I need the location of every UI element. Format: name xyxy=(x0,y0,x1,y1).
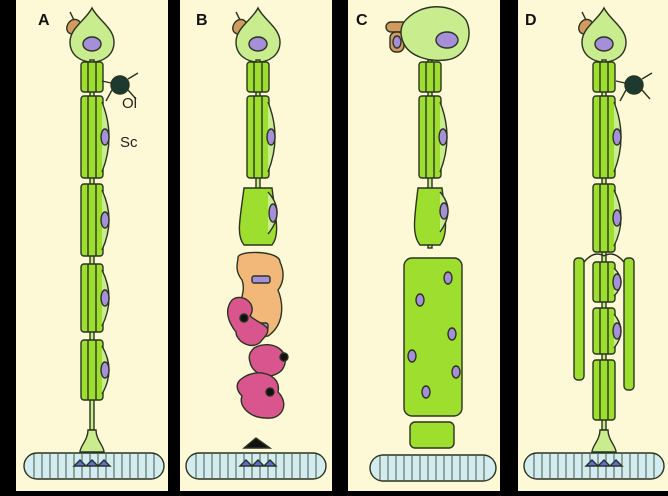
panel-d-myelin-1 xyxy=(593,62,615,92)
panel-d-endplate xyxy=(586,460,622,466)
panel-d-myelin-2 xyxy=(593,96,615,178)
panel-b-myelin-1 xyxy=(247,62,269,92)
panel-d-myelin-6 xyxy=(593,360,615,420)
panel-label-c: C xyxy=(356,12,368,30)
panel-b-endplate xyxy=(240,460,276,466)
panel-b-debris-dot xyxy=(280,353,288,361)
panel-a-myelin-5 xyxy=(81,340,103,400)
panel-c-small-cell-nucleus xyxy=(393,36,401,48)
panel-b-swollen-nucleus xyxy=(269,204,277,222)
panel-c-muscle xyxy=(370,455,496,481)
panel-d-oligodendrocyte xyxy=(625,76,643,94)
panel-label-a: A xyxy=(38,12,50,30)
panel-c-swollen-nucleus xyxy=(440,203,448,219)
panel-c-band-nucleus xyxy=(408,350,416,362)
panel-label-b: B xyxy=(196,12,208,30)
panel-c-band-nucleus xyxy=(448,328,456,340)
panel-c-myelin-2-nucleus xyxy=(439,129,447,145)
panel-c-soma-nucleus xyxy=(436,32,458,48)
panel-d-sprout-left xyxy=(574,258,584,380)
panel-b-soma-nucleus xyxy=(249,37,267,51)
panel-d-myelin-3 xyxy=(593,184,615,252)
panel-b-debris-dot xyxy=(266,388,274,396)
panel-d-sprout-right xyxy=(624,258,634,390)
panel-c-soma xyxy=(401,7,469,61)
panel-a-myelin-2-nucleus xyxy=(101,129,109,145)
panel-d-myelin-4-nucleus xyxy=(613,274,621,290)
panel-c-band-nucleus xyxy=(422,386,430,398)
oligodendrocyte-label: Ol xyxy=(122,95,137,112)
panel-c-myelin-2 xyxy=(419,96,441,178)
panel-c-band-nucleus xyxy=(452,366,460,378)
panel-b-debris-2 xyxy=(249,345,285,376)
panel-a-oligodendrocyte xyxy=(111,76,129,94)
panel-c-band-nucleus xyxy=(444,272,452,284)
panel-b-myelin-2 xyxy=(247,96,269,178)
panel-a-myelin-5-nucleus xyxy=(101,362,109,378)
panel-d-soma-nucleus xyxy=(595,37,613,51)
panel-a-myelin-4-nucleus xyxy=(101,290,109,306)
schwann-cell-label: Sc xyxy=(120,134,138,151)
panel-c-myelin-1 xyxy=(419,62,441,92)
panel-a-myelin-4 xyxy=(81,264,103,332)
panel-a-myelin-3-nucleus xyxy=(101,212,109,228)
panel-a-endplate xyxy=(74,460,110,466)
panel-c-band-nucleus xyxy=(416,294,424,306)
panel-b-myelin-2-nucleus xyxy=(267,129,275,145)
panel-d-myelin-3-nucleus xyxy=(613,210,621,226)
panel-c-band-fragment xyxy=(410,422,454,448)
panel-b-debris-dot xyxy=(240,314,248,322)
panel-label-d: D xyxy=(525,12,537,30)
panel-d-myelin-2-nucleus xyxy=(613,129,621,145)
panel-d-myelin-5 xyxy=(593,308,615,354)
panel-a-soma-nucleus xyxy=(83,37,101,51)
panel-a-myelin-2 xyxy=(81,96,103,178)
panel-d-myelin-4 xyxy=(593,262,615,302)
panel-b-macrophage-nucleus xyxy=(252,276,270,283)
panel-a-myelin-1 xyxy=(81,62,103,92)
panel-a-myelin-3 xyxy=(81,184,103,256)
panel-d-myelin-5-nucleus xyxy=(613,323,621,339)
